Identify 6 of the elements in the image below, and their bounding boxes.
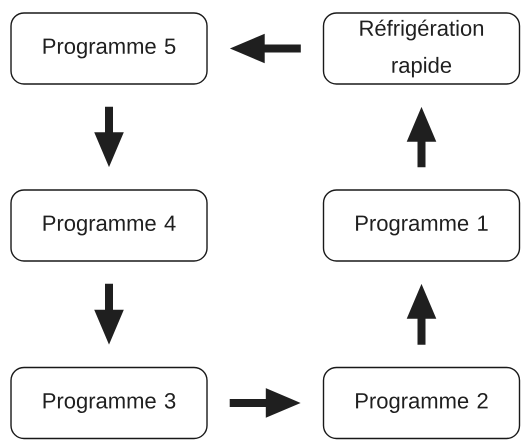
process-box: Programme 5 (10, 12, 208, 85)
process-box: Programme 4 (10, 189, 208, 262)
process-box: Réfrigération rapide (322, 12, 520, 85)
process-box: Programme 2 (322, 366, 520, 440)
process-box: Programme 1 (322, 189, 520, 262)
process-box: Programme 3 (10, 366, 208, 440)
